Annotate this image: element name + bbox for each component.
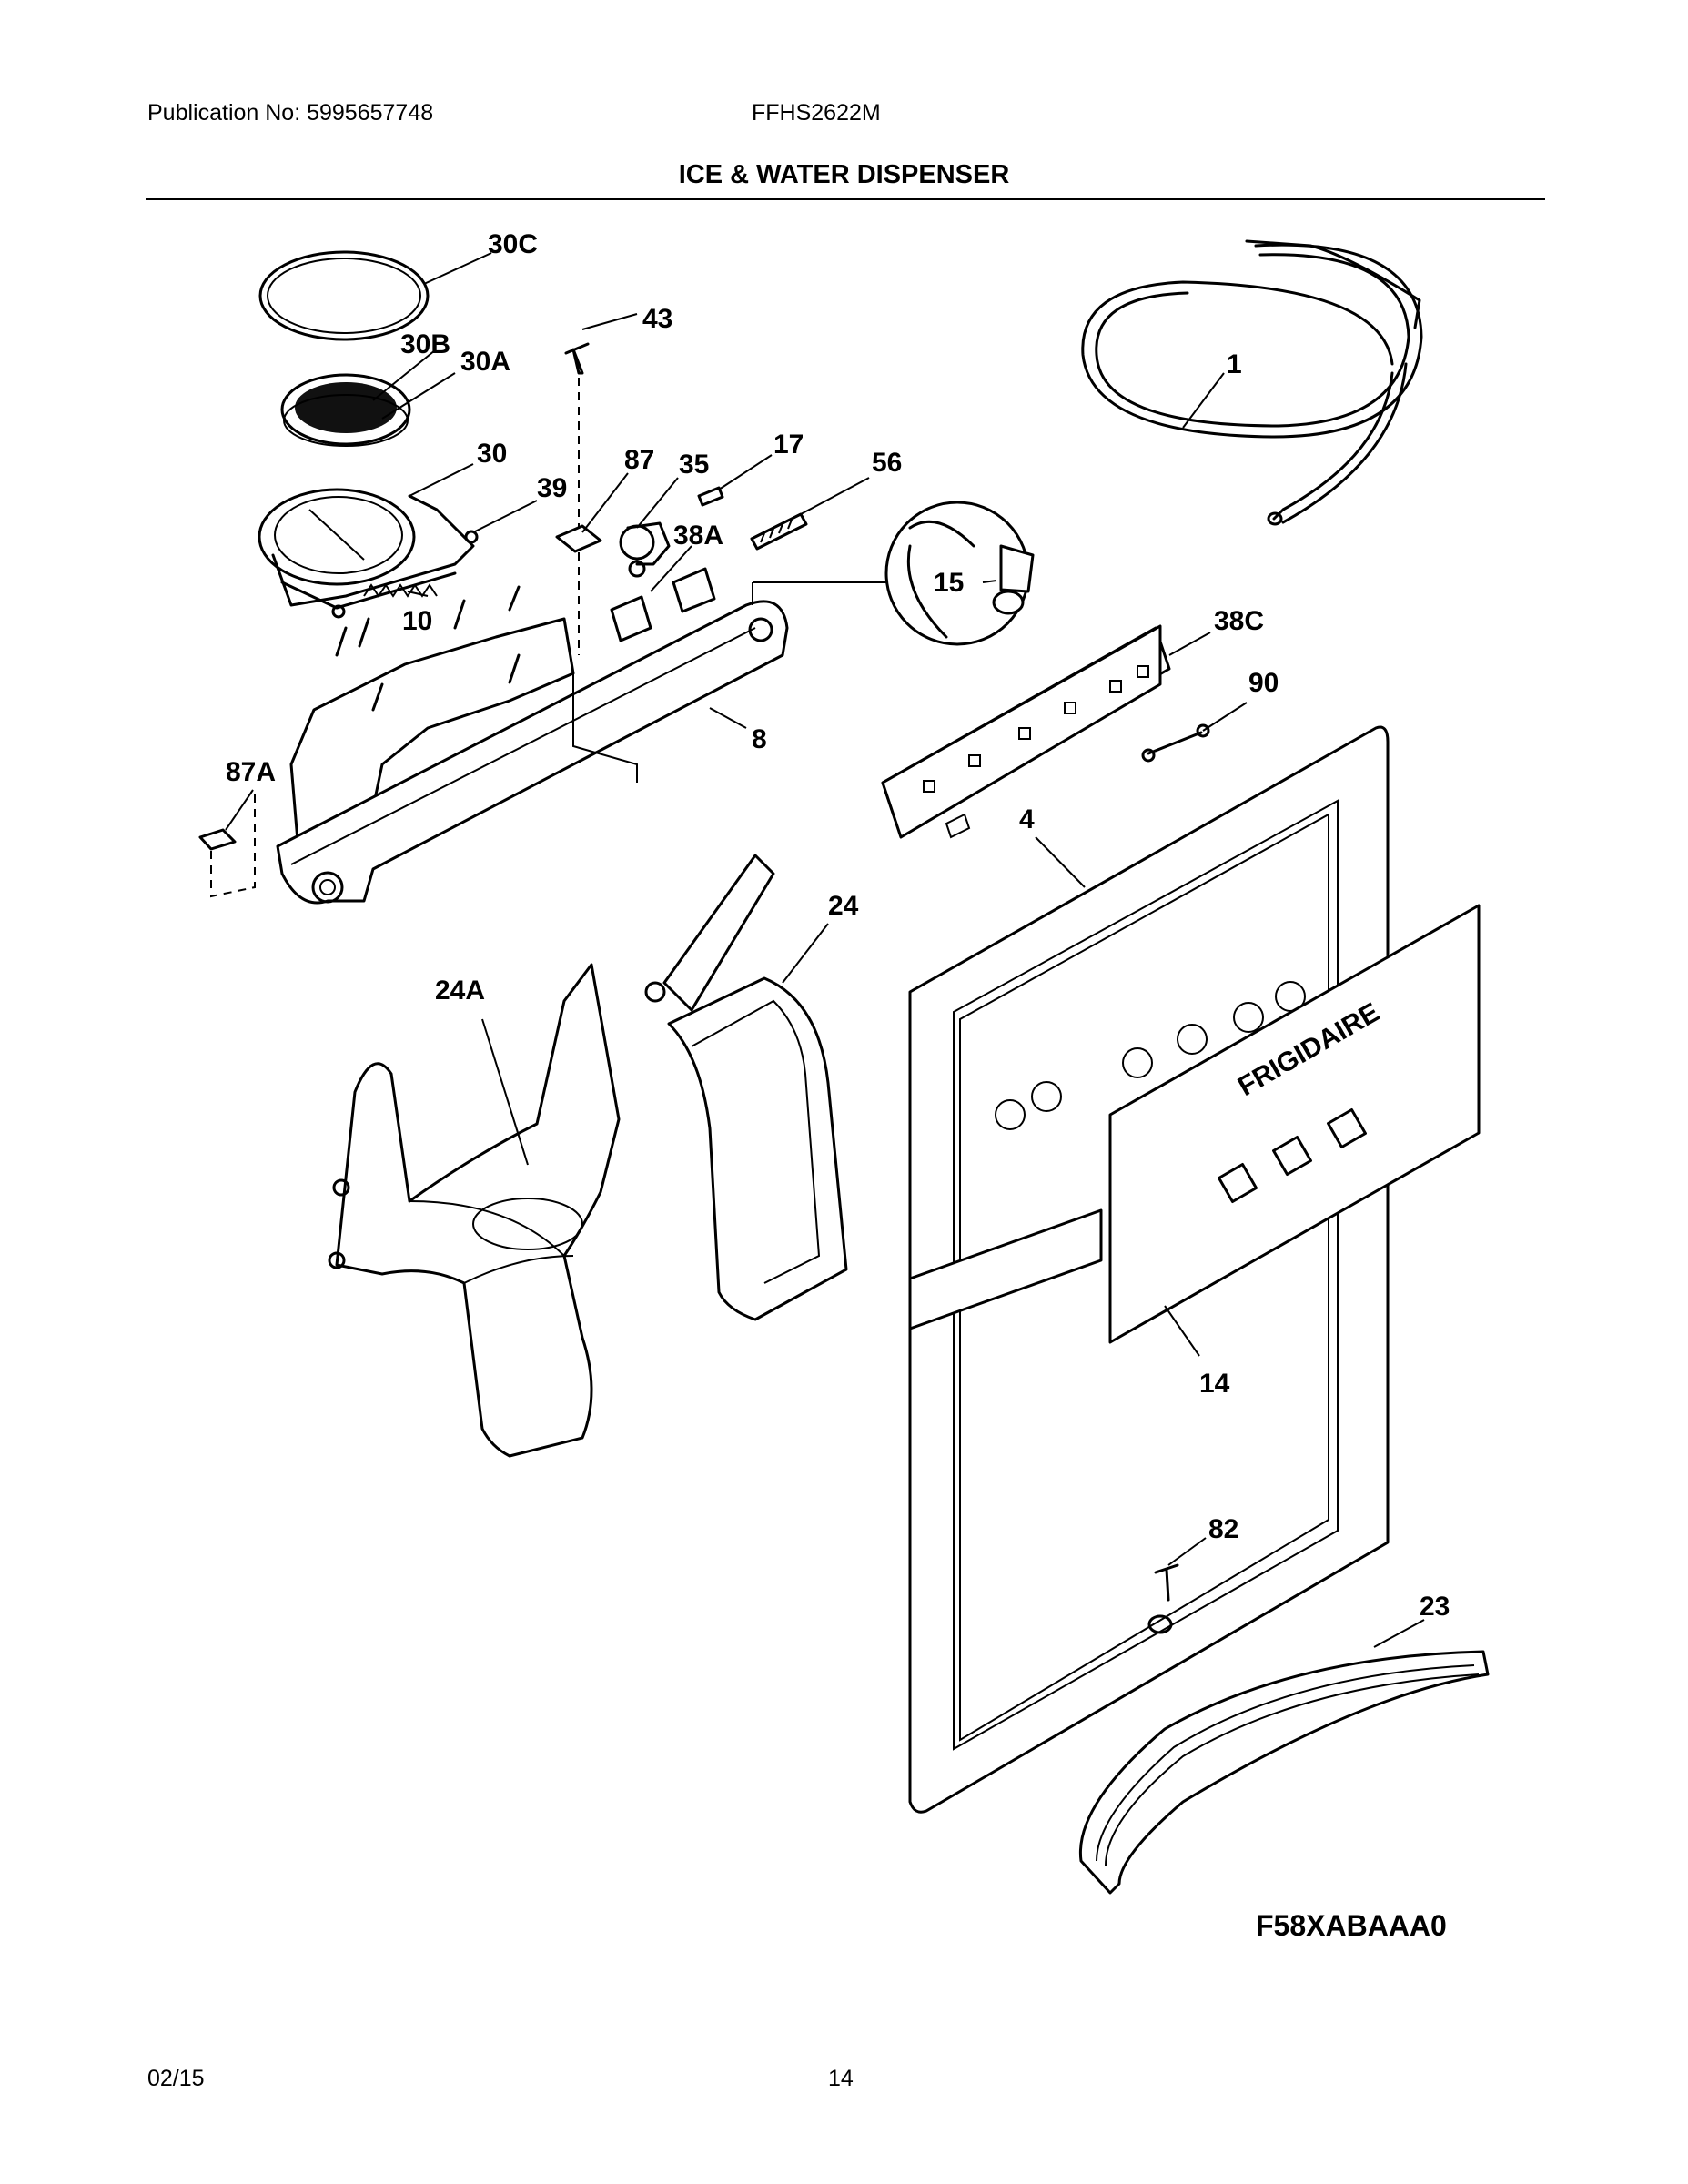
part-38c-control-board [881,624,1171,839]
part-38a-microswitches [610,567,716,642]
figure-code: F58XABAAA0 [1256,1909,1447,1942]
callout-30c: 30C [488,229,538,259]
model-number: FFHS2622M [752,100,881,126]
callout-35: 35 [679,450,709,480]
callout-90: 90 [1248,668,1279,698]
footer-date: 02/15 [147,2066,205,2091]
part-17-screw [697,486,724,507]
part-35-actuator [619,521,671,578]
part-43-screw [564,342,590,655]
part-87a-clip [198,792,256,898]
publication-number: Publication No: 5995657748 [147,100,434,126]
callout-38a: 38A [673,521,723,551]
callout-8: 8 [752,724,767,754]
callout-10: 10 [402,606,432,636]
callout-38c: 38C [1214,606,1264,636]
part-24a-ice-funnel [328,963,621,1458]
callout-4: 4 [1019,804,1035,834]
part-23-drip-tray [1078,1650,1490,1895]
callout-14: 14 [1199,1369,1230,1399]
callout-1: 1 [1227,349,1242,379]
callout-39: 39 [537,473,567,503]
callout-56: 56 [872,448,902,478]
callout-87a: 87A [226,757,276,787]
callout-24: 24 [828,891,859,921]
part-56-screw [750,512,808,551]
part-87-clip [555,524,602,553]
part-8-dispenser-housing [276,585,789,905]
callout-15: 15 [934,568,964,598]
part-82-screw [1154,1563,1179,1602]
part-30c-gasket-ring [258,250,430,341]
footer-page-number: 14 [828,2066,854,2091]
part-90-pin [1141,723,1210,763]
part-15-harness-detail [752,500,1035,646]
section-title: ICE & WATER DISPENSER [678,160,1010,189]
part-14-control-overlay: FRIGIDAIRE [1108,904,1481,1344]
callout-30b: 30B [400,329,450,359]
callout-17: 17 [773,430,804,460]
part-1-water-tubing [1081,239,1423,526]
part-30-ring-housing [258,488,479,619]
callout-23: 23 [1420,1592,1450,1622]
callout-87: 87 [624,445,654,475]
callout-30: 30 [477,439,507,469]
callout-24a: 24A [435,976,485,1006]
part-30a-filter-screen [280,373,411,447]
part-24-chute-door [644,854,848,1321]
callout-43: 43 [642,304,672,334]
callout-30a: 30A [460,347,510,377]
leader-lines [225,252,1425,1648]
callout-labels: 30C 43 30B 30A 1 30 87 35 17 56 39 38A 1… [226,229,1450,1942]
callout-82: 82 [1208,1514,1238,1544]
header-rule [146,198,1545,200]
